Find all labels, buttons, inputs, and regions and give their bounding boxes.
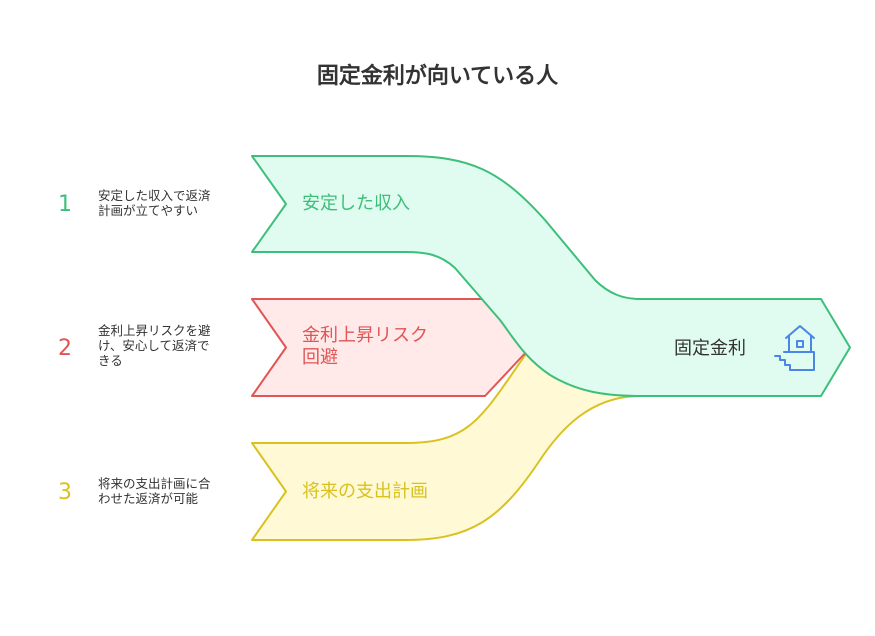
item-3-number: 3 [58,480,72,505]
item-3-label: 将来の支出計画 [302,481,428,502]
item-1-description: 安定した収入で返済 計画が立てやすい [98,188,211,218]
destination-label: 固定金利 [674,338,746,359]
item-2-description: 金利上昇リスクを避 け、安心して返済で きる [98,323,211,368]
item-3-description: 将来の支出計画に合 わせた返済が可能 [98,476,211,506]
band-1-shape [251,155,851,397]
item-2-number: 2 [58,336,72,361]
band-3-shape [251,347,641,541]
item-1-number: 1 [58,192,72,217]
house-stairs-icon [774,325,815,371]
diagram-title: 固定金利が向いている人 [316,64,559,89]
item-2-label: 金利上昇リスク 回避 [302,325,428,368]
item-1-label: 安定した収入 [302,193,410,214]
